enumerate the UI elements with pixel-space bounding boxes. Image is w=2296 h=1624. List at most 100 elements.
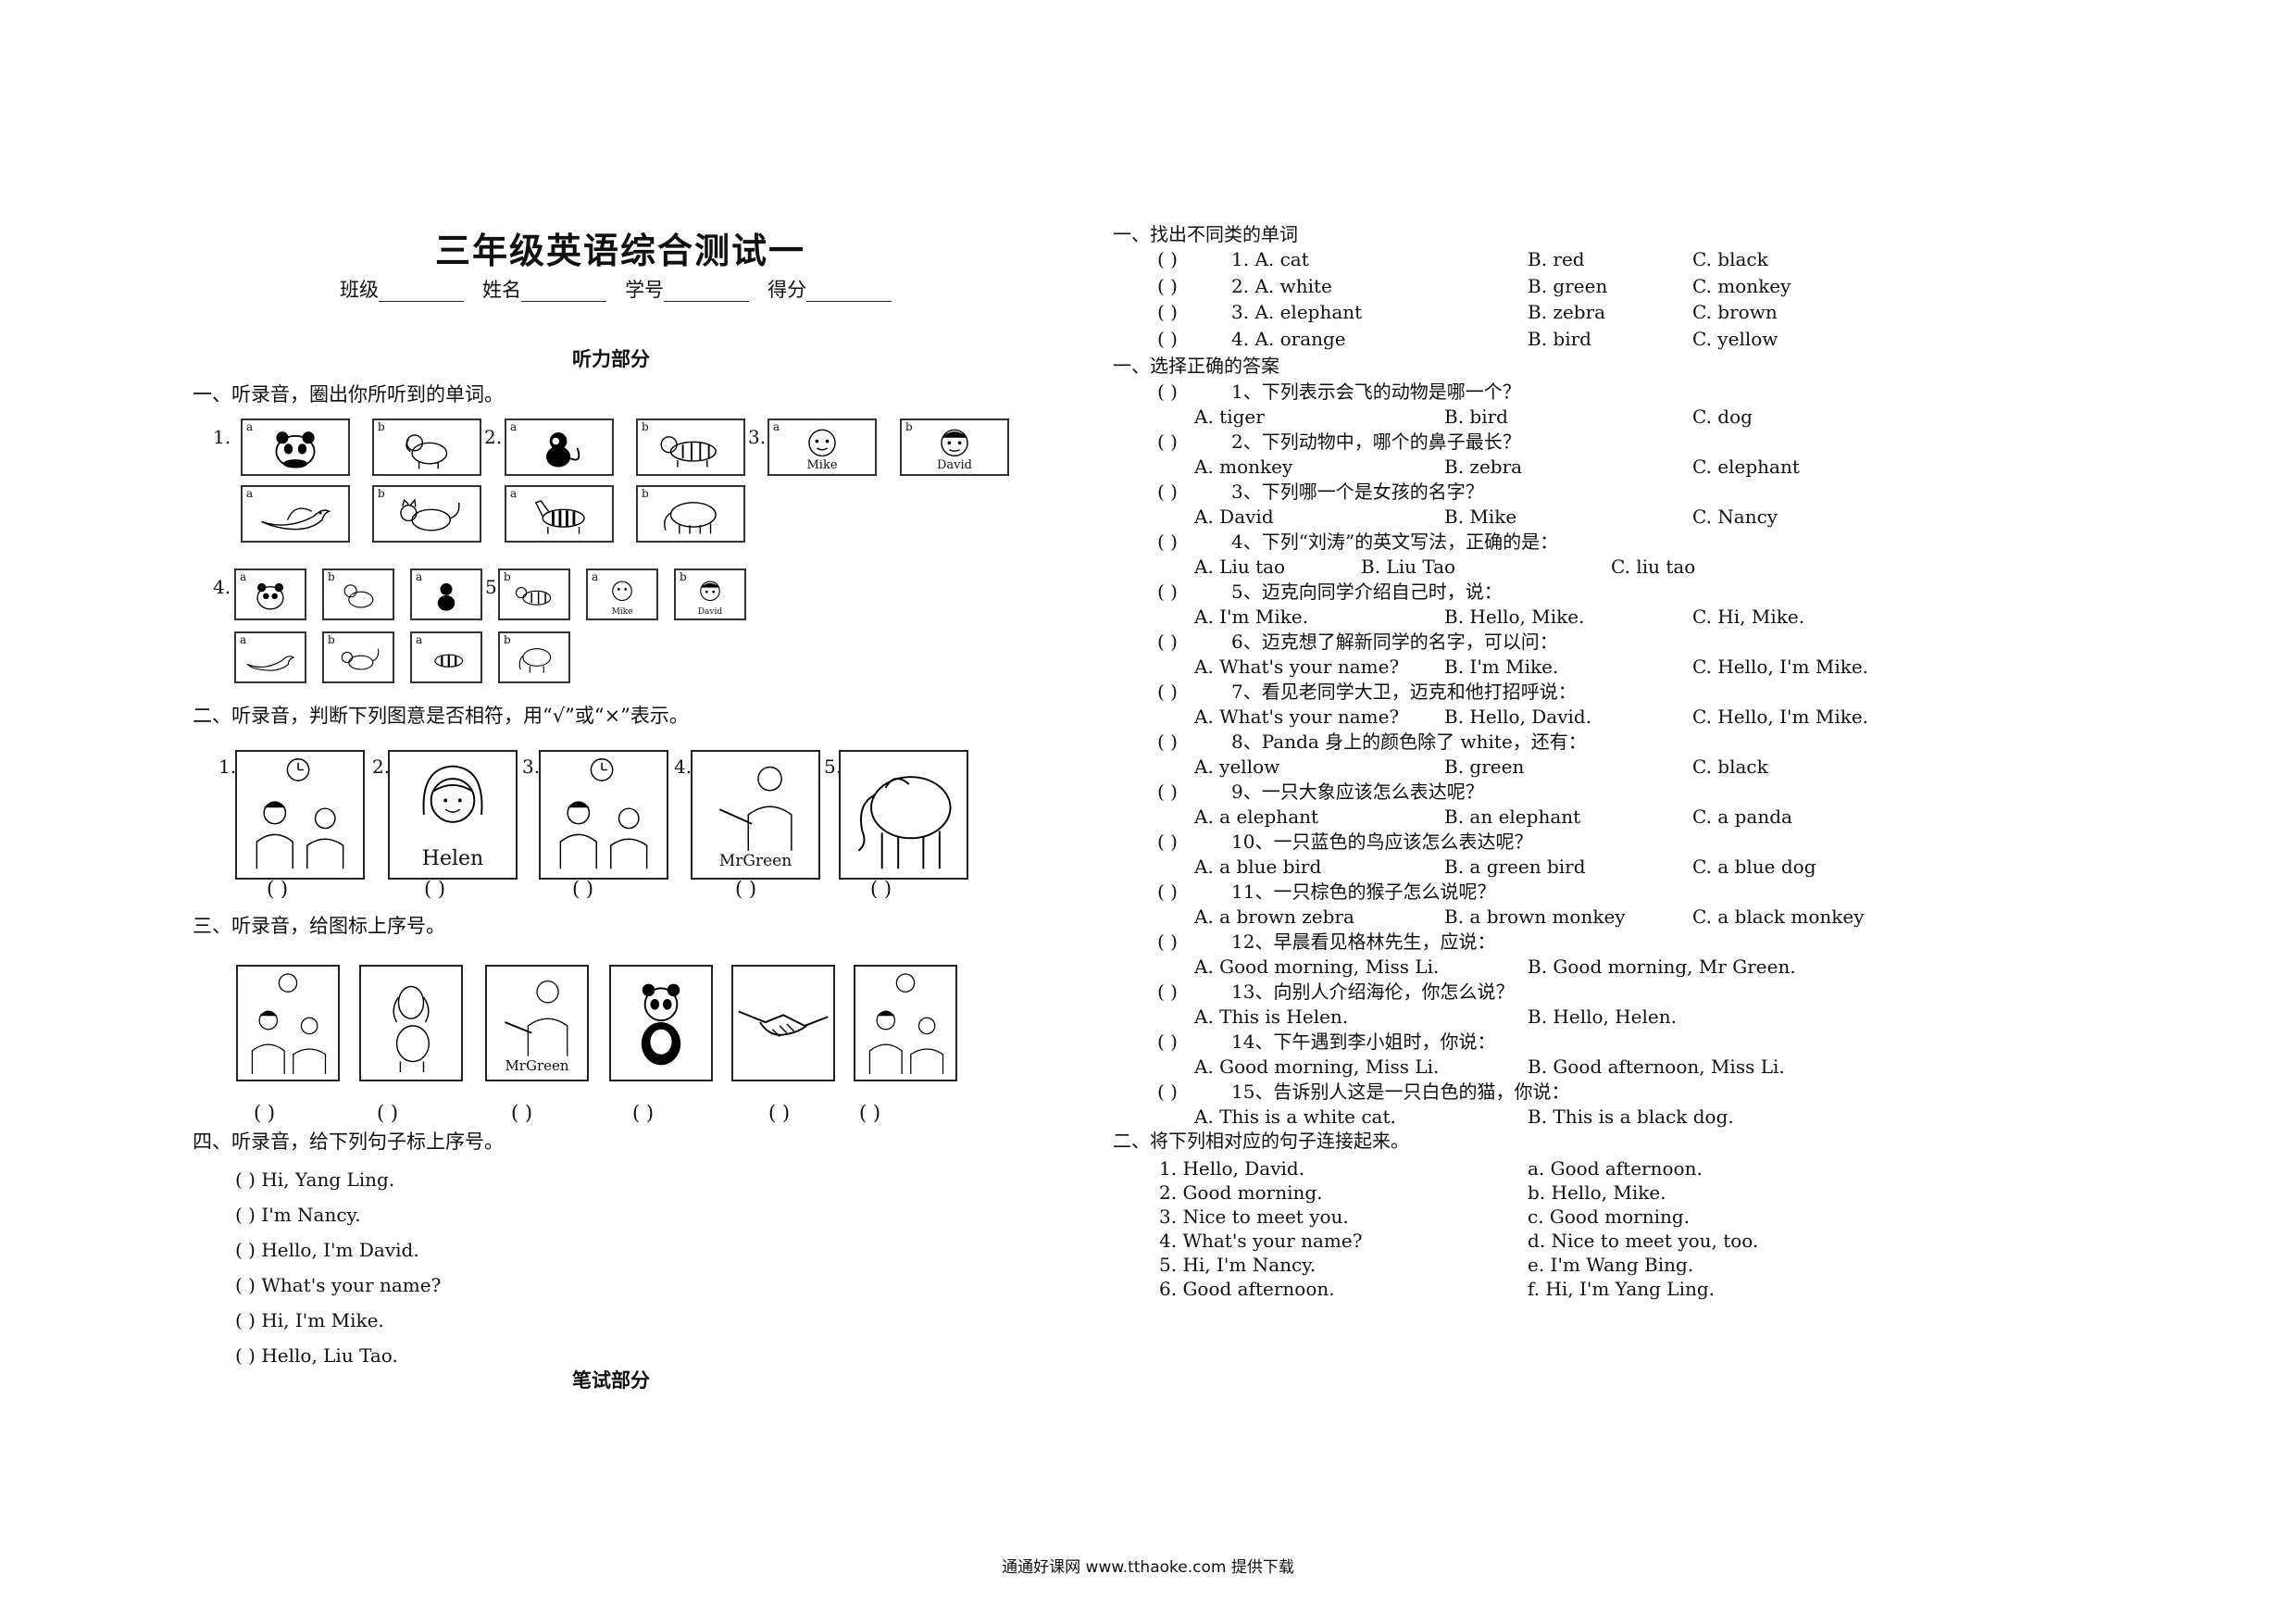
s1-small-6c[interactable]: a bbox=[410, 631, 482, 683]
s3-answer-1[interactable]: ( ) bbox=[254, 1102, 276, 1124]
p3-right-sentence[interactable]: f. Hi, I'm Yang Ling. bbox=[1528, 1278, 1716, 1300]
s1-pic-5b[interactable]: b bbox=[636, 485, 745, 543]
s1-pic-5a[interactable]: a bbox=[505, 485, 614, 543]
p1-option-a: 4. A. orange bbox=[1231, 327, 1346, 350]
s4-paren[interactable]: ( ) bbox=[235, 1239, 256, 1261]
s2-answer-3[interactable]: ( ) bbox=[572, 878, 594, 900]
p3-left-sentence[interactable]: 4. What's your name? bbox=[1159, 1230, 1363, 1252]
s1-small-4c[interactable]: a bbox=[410, 568, 482, 620]
p3-right-sentence[interactable]: e. I'm Wang Bing. bbox=[1528, 1254, 1694, 1276]
p2-answer-paren[interactable]: ( ) bbox=[1157, 781, 1178, 803]
s1-num-4: 4. bbox=[213, 576, 231, 598]
mike-caption: Mike bbox=[806, 458, 838, 472]
class-blank[interactable] bbox=[379, 282, 464, 302]
s2-answer-2[interactable]: ( ) bbox=[424, 878, 446, 900]
s1-small-6d[interactable]: b bbox=[498, 631, 570, 683]
zebra-icon bbox=[534, 500, 585, 534]
p1-answer-paren[interactable]: ( ) bbox=[1157, 248, 1178, 270]
p2-answer-paren[interactable]: ( ) bbox=[1157, 731, 1178, 753]
s1-pic-4a[interactable]: a bbox=[241, 485, 350, 543]
s4-paren[interactable]: ( ) bbox=[235, 1168, 256, 1191]
class-label: 班级 bbox=[340, 279, 379, 301]
p1-answer-paren[interactable]: ( ) bbox=[1157, 301, 1178, 323]
p1-answer-paren[interactable]: ( ) bbox=[1157, 274, 1178, 297]
p2-option-a: A. Liu tao bbox=[1194, 556, 1286, 578]
p2-option-b: B. This is a black dog. bbox=[1528, 1106, 1734, 1128]
p1-option-b: B. green bbox=[1528, 274, 1608, 297]
s4-paren[interactable]: ( ) bbox=[235, 1274, 256, 1296]
p2-answer-paren[interactable]: ( ) bbox=[1157, 531, 1178, 553]
s1-pic-4b[interactable]: b bbox=[372, 485, 481, 543]
two-people-clock-icon bbox=[251, 973, 327, 1074]
david-caption: David bbox=[937, 458, 972, 472]
section4-title: 四、听录音，给下列句子标上序号。 bbox=[193, 1131, 504, 1153]
s2-answer-1[interactable]: ( ) bbox=[267, 878, 289, 900]
p2-answer-paren[interactable]: ( ) bbox=[1157, 981, 1178, 1003]
s1-pic-1b[interactable]: b bbox=[372, 418, 481, 476]
section2-title: 二、听录音，判断下列图意是否相符，用“√”或“×”表示。 bbox=[193, 705, 689, 727]
s3-answer-2[interactable]: ( ) bbox=[377, 1102, 399, 1124]
p2-answer-paren[interactable]: ( ) bbox=[1157, 831, 1178, 853]
dog-icon bbox=[406, 434, 448, 469]
panda-icon bbox=[256, 582, 284, 610]
s1-small-6b[interactable]: b bbox=[322, 631, 394, 683]
p3-right-sentence[interactable]: b. Hello, Mike. bbox=[1528, 1181, 1666, 1204]
p2-answer-paren[interactable]: ( ) bbox=[1157, 881, 1178, 903]
p3-left-sentence[interactable]: 6. Good afternoon. bbox=[1159, 1278, 1335, 1300]
s1-pic-2b[interactable]: b bbox=[636, 418, 745, 476]
p3-right-sentence[interactable]: a. Good afternoon. bbox=[1528, 1157, 1703, 1180]
p2-answer-paren[interactable]: ( ) bbox=[1157, 481, 1178, 503]
p2-option-b: B. a green bird bbox=[1444, 856, 1586, 878]
part1-title: 一、找出不同类的单词 bbox=[1113, 223, 1298, 245]
s4-paren[interactable]: ( ) bbox=[235, 1344, 256, 1367]
number-blank[interactable] bbox=[664, 282, 750, 302]
s3-answer-4[interactable]: ( ) bbox=[632, 1102, 655, 1124]
s1-small-5c[interactable]: b David bbox=[674, 568, 746, 620]
p2-answer-paren[interactable]: ( ) bbox=[1157, 1031, 1178, 1053]
s1-small-5a[interactable]: b bbox=[498, 568, 570, 620]
p3-left-sentence[interactable]: 2. Good morning. bbox=[1159, 1181, 1323, 1204]
s3-answer-6[interactable]: ( ) bbox=[859, 1102, 881, 1124]
s2-answer-5[interactable]: ( ) bbox=[870, 878, 892, 900]
p2-option-c: C. Nancy bbox=[1692, 506, 1778, 528]
p2-answer-paren[interactable]: ( ) bbox=[1157, 431, 1178, 453]
s1-pic-3b[interactable]: b David bbox=[900, 418, 1009, 476]
s1-small-4b[interactable]: b bbox=[322, 568, 394, 620]
p3-left-sentence[interactable]: 3. Nice to meet you. bbox=[1159, 1206, 1349, 1228]
written-heading: 笔试部分 bbox=[572, 1368, 650, 1392]
s3-answer-5[interactable]: ( ) bbox=[768, 1102, 791, 1124]
s2-answer-4[interactable]: ( ) bbox=[735, 878, 757, 900]
p2-answer-paren[interactable]: ( ) bbox=[1157, 1081, 1178, 1103]
s4-paren[interactable]: ( ) bbox=[235, 1309, 256, 1331]
p2-answer-paren[interactable]: ( ) bbox=[1157, 581, 1178, 603]
name-blank[interactable] bbox=[521, 282, 607, 302]
p2-question: 6、迈克想了解新同学的名字，可以问： bbox=[1231, 631, 1558, 653]
p3-left-sentence[interactable]: 1. Hello, David. bbox=[1159, 1157, 1305, 1180]
footer-credit: 通通好课网 www.tthaoke.com 提供下载 bbox=[1002, 1558, 1294, 1577]
s3-answer-3[interactable]: ( ) bbox=[511, 1102, 533, 1124]
p3-right-sentence[interactable]: d. Nice to meet you, too. bbox=[1528, 1230, 1759, 1252]
cat-icon bbox=[341, 648, 380, 670]
p2-answer-paren[interactable]: ( ) bbox=[1157, 931, 1178, 953]
p2-option-a: A. a elephant bbox=[1194, 806, 1319, 828]
p2-answer-paren[interactable]: ( ) bbox=[1157, 381, 1178, 403]
s1-small-4a[interactable]: a bbox=[234, 568, 306, 620]
s1-pic-3a[interactable]: a Mike bbox=[767, 418, 877, 476]
s4-paren[interactable]: ( ) bbox=[235, 1204, 256, 1226]
p2-option-b: B. green bbox=[1444, 756, 1525, 778]
p3-right-sentence[interactable]: c. Good morning. bbox=[1528, 1206, 1691, 1228]
p2-answer-paren[interactable]: ( ) bbox=[1157, 681, 1178, 703]
p1-answer-paren[interactable]: ( ) bbox=[1157, 327, 1178, 350]
s1-small-5b[interactable]: a Mike bbox=[586, 568, 658, 620]
number-label: 学号 bbox=[625, 279, 665, 301]
s1-small-6a[interactable]: a bbox=[234, 631, 306, 683]
p2-option-a: A. This is Helen. bbox=[1194, 1006, 1349, 1028]
score-blank[interactable] bbox=[806, 282, 892, 302]
p2-option-a: A. monkey bbox=[1194, 456, 1293, 478]
s1-pic-2a[interactable]: a bbox=[505, 418, 614, 476]
p2-answer-paren[interactable]: ( ) bbox=[1157, 631, 1178, 653]
p3-left-sentence[interactable]: 5. Hi, I'm Nancy. bbox=[1159, 1254, 1316, 1276]
p2-option-a: A. Good morning, Miss Li. bbox=[1194, 1056, 1440, 1078]
s1-pic-1a[interactable]: a bbox=[241, 418, 350, 476]
boy-face-icon bbox=[700, 581, 720, 602]
